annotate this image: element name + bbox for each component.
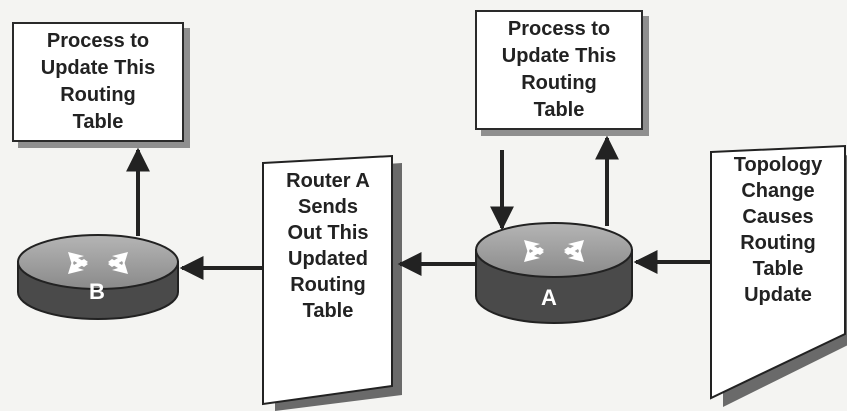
process-box-right-text: Process to Update This Routing Table bbox=[501, 18, 617, 121]
flag-topology-shape bbox=[710, 144, 847, 407]
process-box-left-text: Process to Update This Routing Table bbox=[40, 30, 156, 133]
router-b-arrows-icon bbox=[68, 252, 128, 274]
flag-router-sends-text: Router A Sends Out This Updated Routing … bbox=[286, 170, 370, 322]
process-box-right: Process to Update This Routing Table bbox=[475, 10, 643, 130]
flag-router-sends-shape bbox=[262, 154, 402, 411]
process-box-left: Process to Update This Routing Table bbox=[12, 22, 184, 142]
router-a-arrows-icon bbox=[524, 240, 584, 262]
router-b-label: B bbox=[89, 279, 105, 304]
router-a-label: A bbox=[541, 285, 557, 310]
router-a-icon[interactable] bbox=[475, 222, 633, 324]
router-b-icon[interactable] bbox=[17, 234, 179, 320]
flag-topology-text: Topology Change Causes Routing Table Upd… bbox=[733, 154, 823, 306]
